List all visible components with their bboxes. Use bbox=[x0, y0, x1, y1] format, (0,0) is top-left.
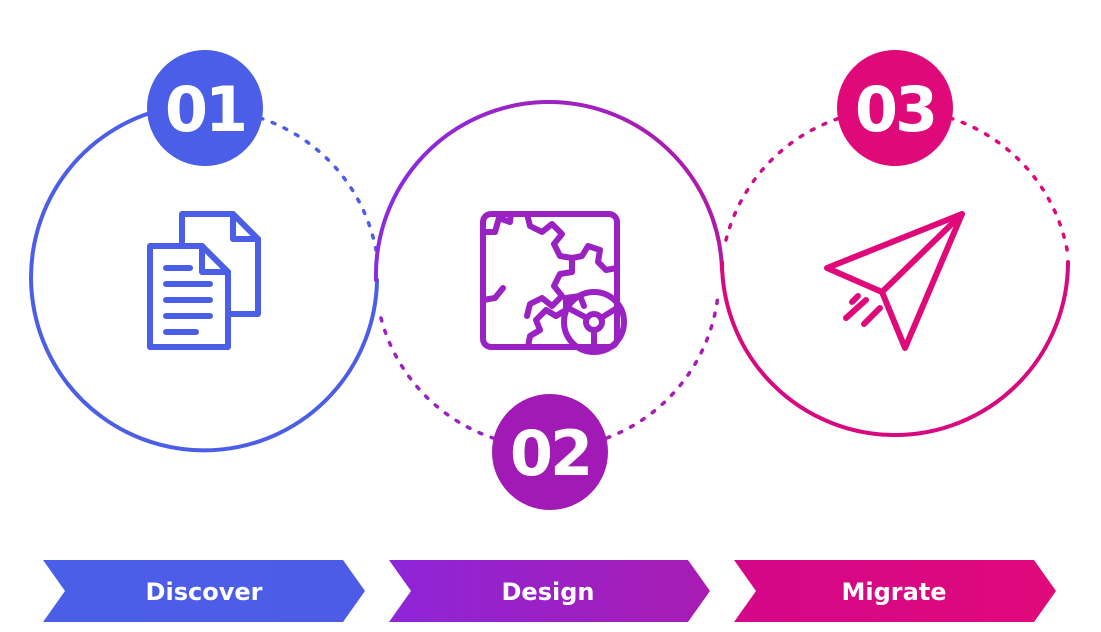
step-3-circle-dotted-right bbox=[948, 116, 1070, 257]
step-3-badge bbox=[837, 50, 953, 166]
chevron-design: Design bbox=[389, 560, 710, 622]
step-2-badge bbox=[492, 394, 608, 510]
step-1-circle-dotted bbox=[258, 116, 378, 252]
step-3-circle-dotted-left bbox=[724, 116, 842, 242]
step-3-circle-solid bbox=[720, 260, 1070, 437]
step-2-circle-solid bbox=[373, 100, 724, 282]
step-2-circle-dotted-right bbox=[605, 293, 720, 440]
step-3-label: Migrate bbox=[841, 578, 946, 606]
step-2-label: Design bbox=[502, 578, 595, 606]
step-3-number: 03 bbox=[855, 73, 935, 146]
step-2-number: 02 bbox=[510, 417, 590, 490]
documents-icon bbox=[147, 211, 261, 350]
step-1-label: Discover bbox=[146, 578, 263, 606]
step-1: 01 bbox=[29, 50, 379, 453]
chevron-discover: Discover bbox=[43, 560, 365, 622]
step-1-circle-solid bbox=[29, 111, 379, 453]
step-2-circle-dotted bbox=[379, 316, 495, 440]
paper-plane-icon bbox=[824, 211, 965, 351]
step-2: 02 bbox=[373, 100, 724, 510]
chevron-migrate: Migrate bbox=[734, 560, 1056, 622]
step-3: 03 bbox=[720, 50, 1070, 437]
gears-icon bbox=[480, 211, 627, 355]
step-1-number: 01 bbox=[165, 73, 245, 146]
step-1-badge bbox=[147, 50, 263, 166]
